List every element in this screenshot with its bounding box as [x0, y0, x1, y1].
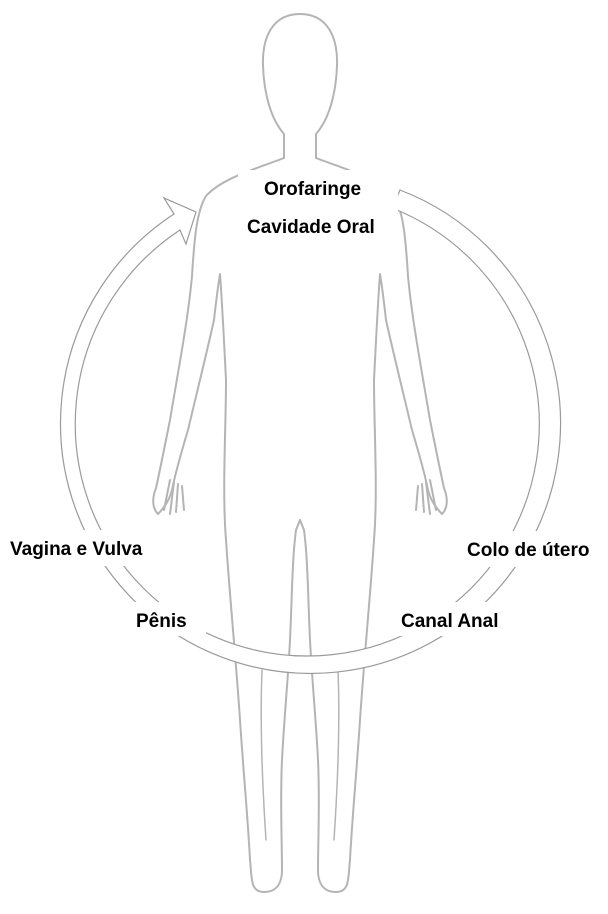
label-colo-utero: Colo de útero	[467, 541, 589, 560]
label-vagina-vulva: Vagina e Vulva	[10, 540, 142, 559]
label-backgrounds	[6, 170, 604, 636]
cycle-ring	[61, 190, 561, 673]
label-orofaringe: Orofaringe	[264, 180, 361, 199]
right-hand-outline	[416, 480, 436, 514]
head-outline	[263, 14, 300, 158]
left-hand-outline	[164, 480, 184, 514]
label-cavidade-oral: Cavidade Oral	[247, 218, 375, 237]
circular-arrow-icon	[61, 190, 561, 673]
body-right-outline	[300, 158, 447, 892]
body-left-outline	[153, 158, 300, 892]
human-body-outline-icon	[153, 14, 447, 892]
label-penis: Pênis	[136, 612, 187, 631]
label-canal-anal: Canal Anal	[401, 612, 499, 631]
